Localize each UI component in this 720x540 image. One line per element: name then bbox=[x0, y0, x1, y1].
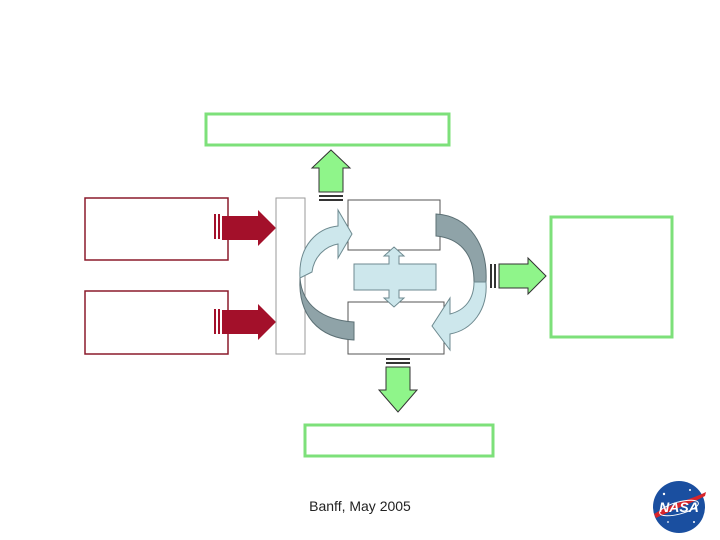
input-box-bottom bbox=[84, 290, 229, 355]
center-four-way-arrow bbox=[353, 246, 437, 308]
cycle-arrow-right-down bbox=[435, 213, 487, 283]
top-output-box bbox=[204, 112, 451, 147]
process-box-top bbox=[347, 199, 441, 251]
footer-text: Banff, May 2005 bbox=[309, 498, 411, 514]
nasa-meatball-logo: NASA bbox=[653, 481, 706, 533]
bottom-output-box bbox=[303, 423, 495, 458]
output-arrow-down bbox=[377, 358, 419, 413]
process-box-bottom bbox=[347, 301, 445, 355]
output-arrow-up bbox=[310, 149, 352, 201]
input-box-top bbox=[84, 197, 229, 261]
cycle-arrow-right-up bbox=[431, 281, 487, 352]
output-arrow-right bbox=[490, 256, 547, 296]
cycle-arrow-left-down bbox=[299, 277, 355, 341]
input-arrow-top bbox=[214, 210, 276, 246]
input-arrow-bottom bbox=[214, 304, 276, 340]
right-output-box bbox=[549, 215, 674, 339]
cycle-arrow-left-up bbox=[299, 208, 353, 279]
logo-text: NASA bbox=[659, 499, 699, 515]
